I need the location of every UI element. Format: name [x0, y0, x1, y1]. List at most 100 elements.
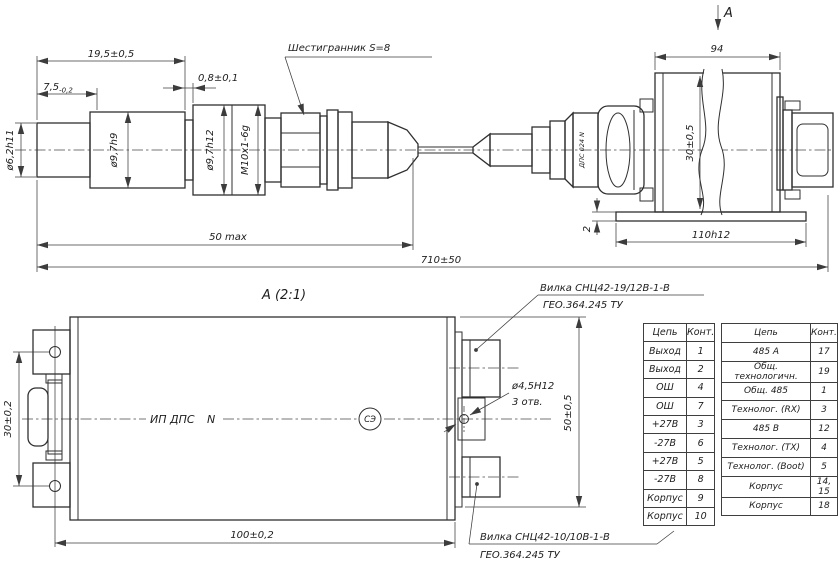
table-cell: 19: [810, 360, 838, 383]
body-marking: ИП ДПС: [150, 413, 195, 426]
table-row: Технолог. (RX)3: [721, 400, 838, 421]
table-row: Технолог. (TX)4: [721, 437, 838, 458]
detail-view-dimensions: 30±0,2 100±0,2 50±0,5 ø4,5H12 3 отв. Вил…: [3, 283, 704, 561]
dim-100: 100±0,2: [230, 530, 273, 541]
table-cell: 5: [685, 451, 716, 472]
top-view-dimensions: 19,5±0,5 7,5-0,2 0,8±0,1 ø6,2h11 ø9,7h9 …: [5, 5, 829, 272]
quality-mark-logo: СЭ: [364, 415, 376, 425]
table-row: Технолог. (Boot)5: [721, 456, 838, 477]
sensor-side-view: [36, 104, 419, 196]
table-cell: 10: [685, 506, 716, 527]
dim-50-max: 50 max: [209, 232, 247, 243]
table-cell: 5: [810, 456, 838, 477]
plug-bottom-line1: Вилка СНЦ42-10/10В-1-В: [480, 532, 610, 543]
table-cell: Технолог. (Boot): [721, 456, 811, 477]
table-cell: Технолог. (RX): [721, 400, 811, 421]
right-connector-top: [461, 339, 501, 398]
device-marking-label: ДПС 024 N: [578, 132, 586, 169]
table-cell: 12: [810, 419, 838, 439]
table-cell: 17: [810, 341, 838, 362]
table-cell: 14, 15: [810, 475, 838, 498]
top-view: ДПС 024 N 19,5±0,5: [5, 5, 834, 272]
leader-dot: [475, 482, 479, 486]
table-cell: Общ. 485: [721, 381, 811, 402]
table-cell: 485 А: [721, 341, 811, 362]
dim-30-02: 30±0,2: [3, 400, 14, 437]
dim-94: 94: [711, 44, 724, 55]
table-row: Общ. технологичн.19: [721, 360, 838, 383]
body-marking-n: N: [207, 413, 215, 426]
mounting-flange: [615, 211, 807, 222]
plug-bottom-line2: ГЕО.364.245 ТУ: [480, 550, 561, 561]
table-cell: 485 В: [721, 419, 811, 439]
col-circuit: Цепь: [721, 323, 811, 343]
mounting-tab-bottom: [32, 462, 71, 508]
leader-dot: [474, 348, 478, 352]
table-cell: 3: [810, 400, 838, 421]
view-label-a: А: [723, 6, 733, 21]
plug-top-line2: ГЕО.364.245 ТУ: [543, 300, 624, 311]
dim-dia-9-7h12: ø9,7h12: [205, 129, 216, 171]
table-cell: 2: [685, 359, 716, 380]
detail-body: ИП ДПС N СЭ: [27, 316, 501, 521]
cable-connector: ДПС 024 N: [472, 98, 654, 202]
plug-top-line1: Вилка СНЦ42-19/12В-1-В: [540, 283, 670, 294]
hole-block: [457, 397, 486, 441]
table-cell: -27В: [643, 470, 687, 490]
right-connector-bottom: [461, 456, 501, 498]
table-cell: +27В: [643, 451, 687, 472]
table-cell: Выход: [643, 359, 687, 380]
table-header-row: Цепь Конт.: [721, 323, 838, 343]
table-cell: Технолог. (TX): [721, 437, 811, 458]
dim-30-05: 30±0,5: [685, 124, 696, 161]
mounting-hole-bottom: [49, 480, 61, 492]
hole-dia-label: ø4,5H12: [511, 381, 554, 392]
mounting-hole-top: [49, 346, 61, 358]
table-cell: 4: [685, 378, 716, 398]
table-cell: Корпус: [643, 506, 687, 527]
detail-view-a: А (2:1) ИП ДПС: [3, 283, 704, 561]
dim-19-5: 19,5±0,5: [88, 49, 135, 60]
table-cell: 8: [685, 470, 716, 490]
dim-thread: M10x1-6g: [240, 125, 251, 175]
table-cell: ОШ: [643, 396, 687, 416]
table-cell: 1: [810, 381, 838, 402]
dim-2: 2: [582, 226, 593, 232]
encoder-side-view: [615, 68, 834, 222]
left-plug: [27, 373, 63, 461]
dim-50-05: 50±0,5: [563, 394, 574, 431]
table-cell: +27В: [643, 414, 687, 435]
col-contact: Конт.: [810, 323, 838, 343]
cable: [418, 146, 473, 154]
table-cell: 4: [810, 437, 838, 458]
table-header-row: Цепь Конт.: [643, 322, 716, 343]
hexagon-label: Шестигранник S=8: [288, 43, 390, 54]
table-cell: 7: [685, 396, 716, 416]
table-cell: 3: [685, 414, 716, 435]
detail-view-title: А (2:1): [261, 288, 306, 303]
break-line-right: [717, 68, 725, 216]
table-cell: Корпус: [643, 488, 687, 508]
table-cell: 6: [685, 433, 716, 453]
plug-top-callout: Вилка СНЦ42-19/12В-1-В ГЕО.364.245 ТУ: [474, 283, 704, 352]
table-cell: Корпус: [721, 475, 811, 498]
dim-dia-6-2: ø6,2h11: [5, 129, 16, 171]
dim-0-8: 0,8±0,1: [198, 73, 238, 84]
